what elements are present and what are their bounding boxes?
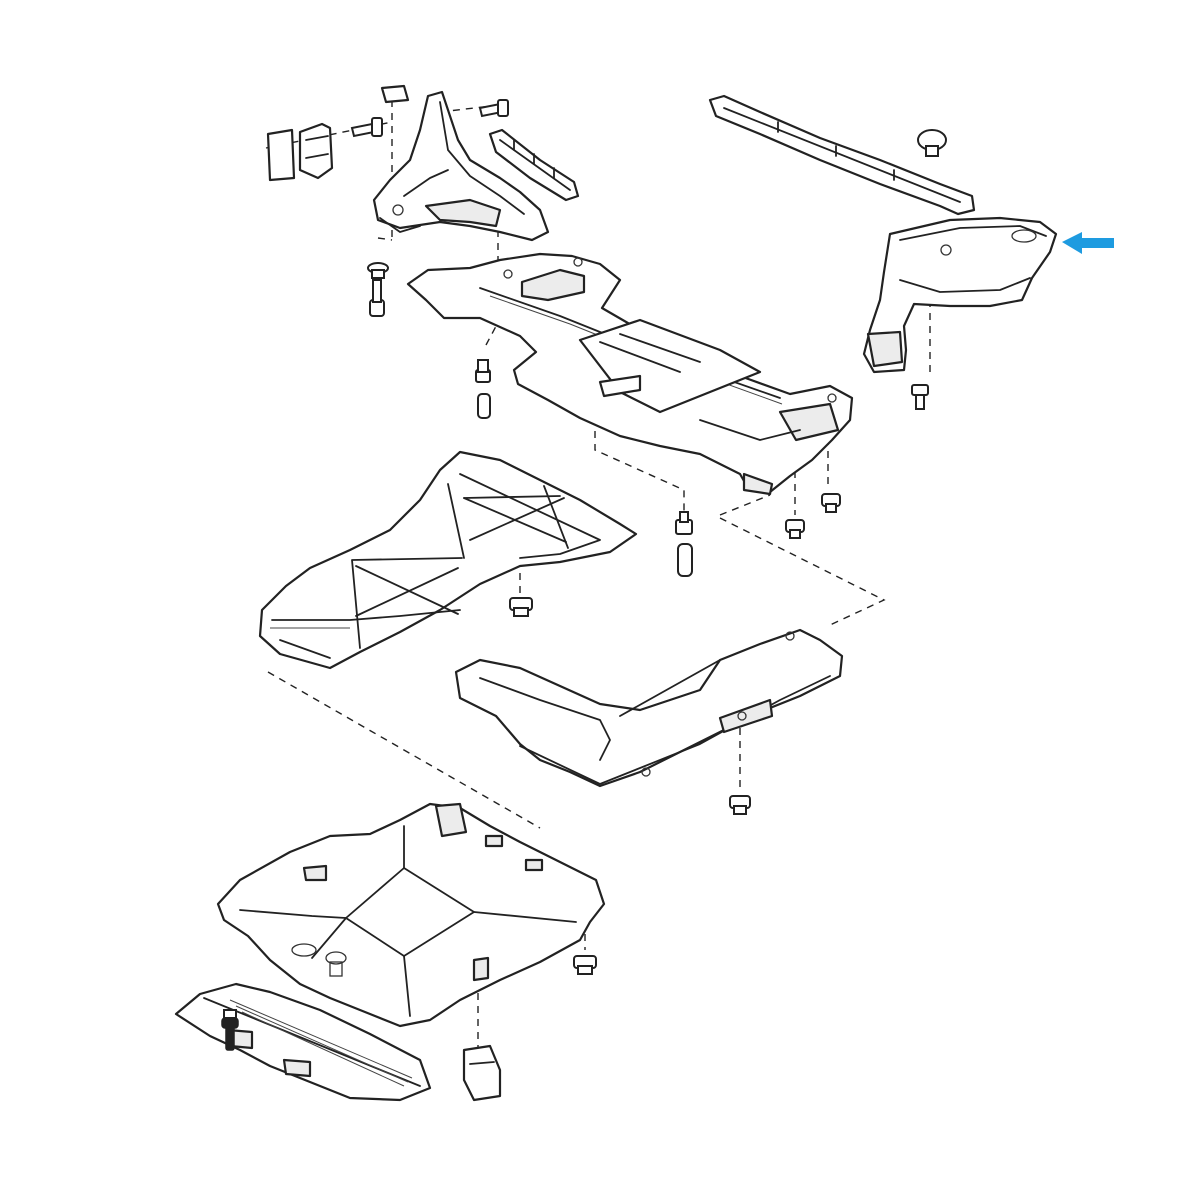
lattice-tray (258, 450, 638, 670)
highlight-arrow-icon (1062, 232, 1114, 254)
clip-right-cover (911, 384, 929, 410)
clip-tray (509, 597, 533, 617)
bolt-center-1 (477, 393, 491, 419)
bolt-upper-left-1 (350, 117, 383, 138)
bolt-deflector (221, 1009, 239, 1051)
clip-center-1 (475, 359, 491, 383)
center-frame (406, 252, 854, 496)
clip-shield (573, 955, 597, 975)
bolt-upper-left-2 (478, 99, 509, 118)
bolt-center-2 (677, 543, 693, 577)
clip-center-3 (785, 519, 805, 539)
rear-right-corner-cover (862, 216, 1058, 374)
clip-center-2 (675, 511, 693, 535)
rear-cover (454, 628, 844, 788)
clip-left-1 (367, 262, 389, 279)
small-rail (488, 128, 580, 202)
front-clip (462, 1044, 502, 1102)
push-pin-top-right (917, 129, 947, 157)
upper-left-bracket (266, 84, 550, 242)
bolt-left-2 (369, 279, 385, 317)
clip-center-4 (821, 493, 841, 513)
main-underbody-shield (216, 802, 606, 1028)
clip-rear-cover (729, 795, 751, 815)
long-rail (708, 94, 976, 216)
